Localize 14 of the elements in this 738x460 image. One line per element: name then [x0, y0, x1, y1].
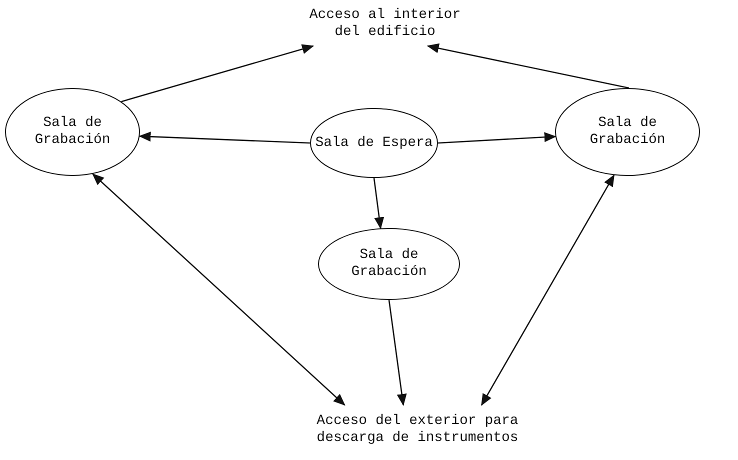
arrow [92, 173, 346, 406]
arrow [426, 43, 630, 89]
arrow [438, 132, 556, 144]
room-label: Sala de Grabación [34, 115, 112, 149]
arrow [138, 132, 310, 144]
arrow [121, 44, 314, 102]
room-label: Sala de Grabación [350, 247, 428, 281]
caption-text: Acceso al interior del edificio [308, 7, 462, 41]
arrow [388, 300, 407, 406]
arrow [373, 178, 384, 230]
caption-text: Acceso del exterior para descarga de instrumentos [316, 413, 520, 447]
room-label: Sala de Grabación [588, 115, 666, 149]
arrow [481, 174, 615, 406]
room-label: Sala de Espera [315, 134, 433, 152]
